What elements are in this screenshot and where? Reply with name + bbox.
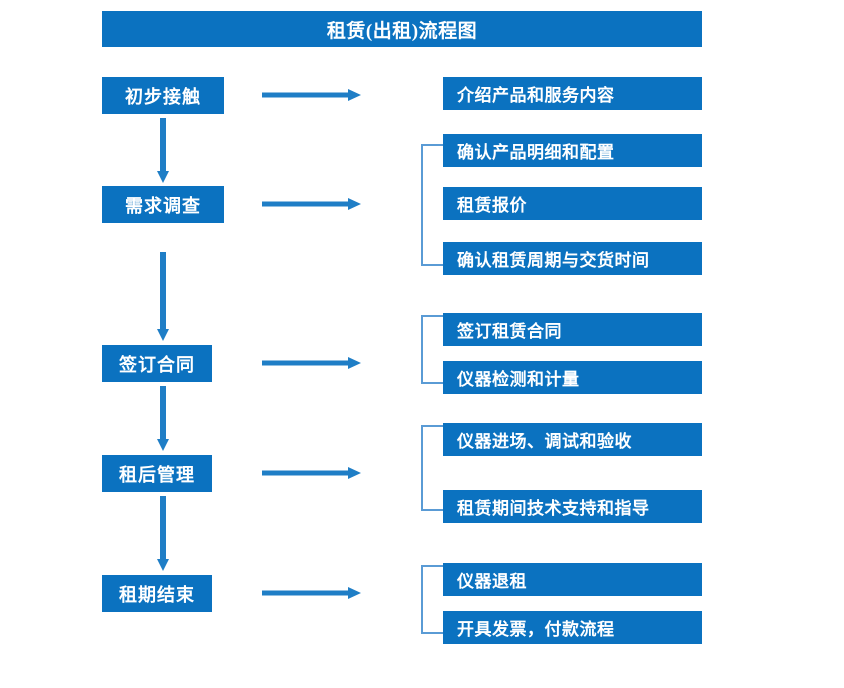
- detail-box-qianding-zulin-hetong[interactable]: 签订租赁合同: [443, 313, 702, 346]
- stage-box-chubu-jiechu[interactable]: 初步接触: [102, 77, 224, 114]
- arrow-down-stage3-to-stage4: [156, 386, 170, 452]
- arrow-right-stage5: [262, 586, 362, 600]
- arrow-right-stage4: [262, 466, 362, 480]
- detail-box-jieshao-chanpin[interactable]: 介绍产品和服务内容: [443, 77, 702, 110]
- detail-box-yiqi-tuizu[interactable]: 仪器退租: [443, 563, 702, 596]
- arrow-down-stage2-to-stage3: [156, 252, 170, 342]
- bracket-group-xuqiu-diaocha: [418, 144, 444, 266]
- bracket-group-zuhou-guanli: [418, 425, 444, 511]
- arrow-down-stage1-to-stage2: [156, 118, 170, 184]
- arrow-right-stage3: [262, 356, 362, 370]
- detail-box-queren-mingxi[interactable]: 确认产品明细和配置: [443, 134, 702, 167]
- page-title: 租赁(出租)流程图: [102, 11, 702, 47]
- detail-box-zulin-baojia[interactable]: 租赁报价: [443, 187, 702, 220]
- detail-box-yiqi-jinchang[interactable]: 仪器进场、调试和验收: [443, 423, 702, 456]
- detail-box-kaiju-fapiao[interactable]: 开具发票，付款流程: [443, 611, 702, 644]
- stage-box-qianding-hetong[interactable]: 签订合同: [102, 345, 212, 382]
- stage-box-zuhou-guanli[interactable]: 租后管理: [102, 455, 212, 492]
- stage-box-zuqi-jieshu[interactable]: 租期结束: [102, 575, 212, 612]
- detail-box-yiqi-jiance[interactable]: 仪器检测和计量: [443, 361, 702, 394]
- bracket-group-zuqi-jieshu: [418, 565, 444, 634]
- arrow-down-stage4-to-stage5: [156, 496, 170, 572]
- arrow-right-stage2: [262, 197, 362, 211]
- detail-box-jishu-zhichi[interactable]: 租赁期间技术支持和指导: [443, 490, 702, 523]
- bracket-group-qianding-hetong: [418, 315, 444, 384]
- stage-box-xuqiu-diaocha[interactable]: 需求调查: [102, 186, 224, 223]
- arrow-right-stage1: [262, 88, 362, 102]
- detail-box-queren-zhouqi[interactable]: 确认租赁周期与交货时间: [443, 242, 702, 275]
